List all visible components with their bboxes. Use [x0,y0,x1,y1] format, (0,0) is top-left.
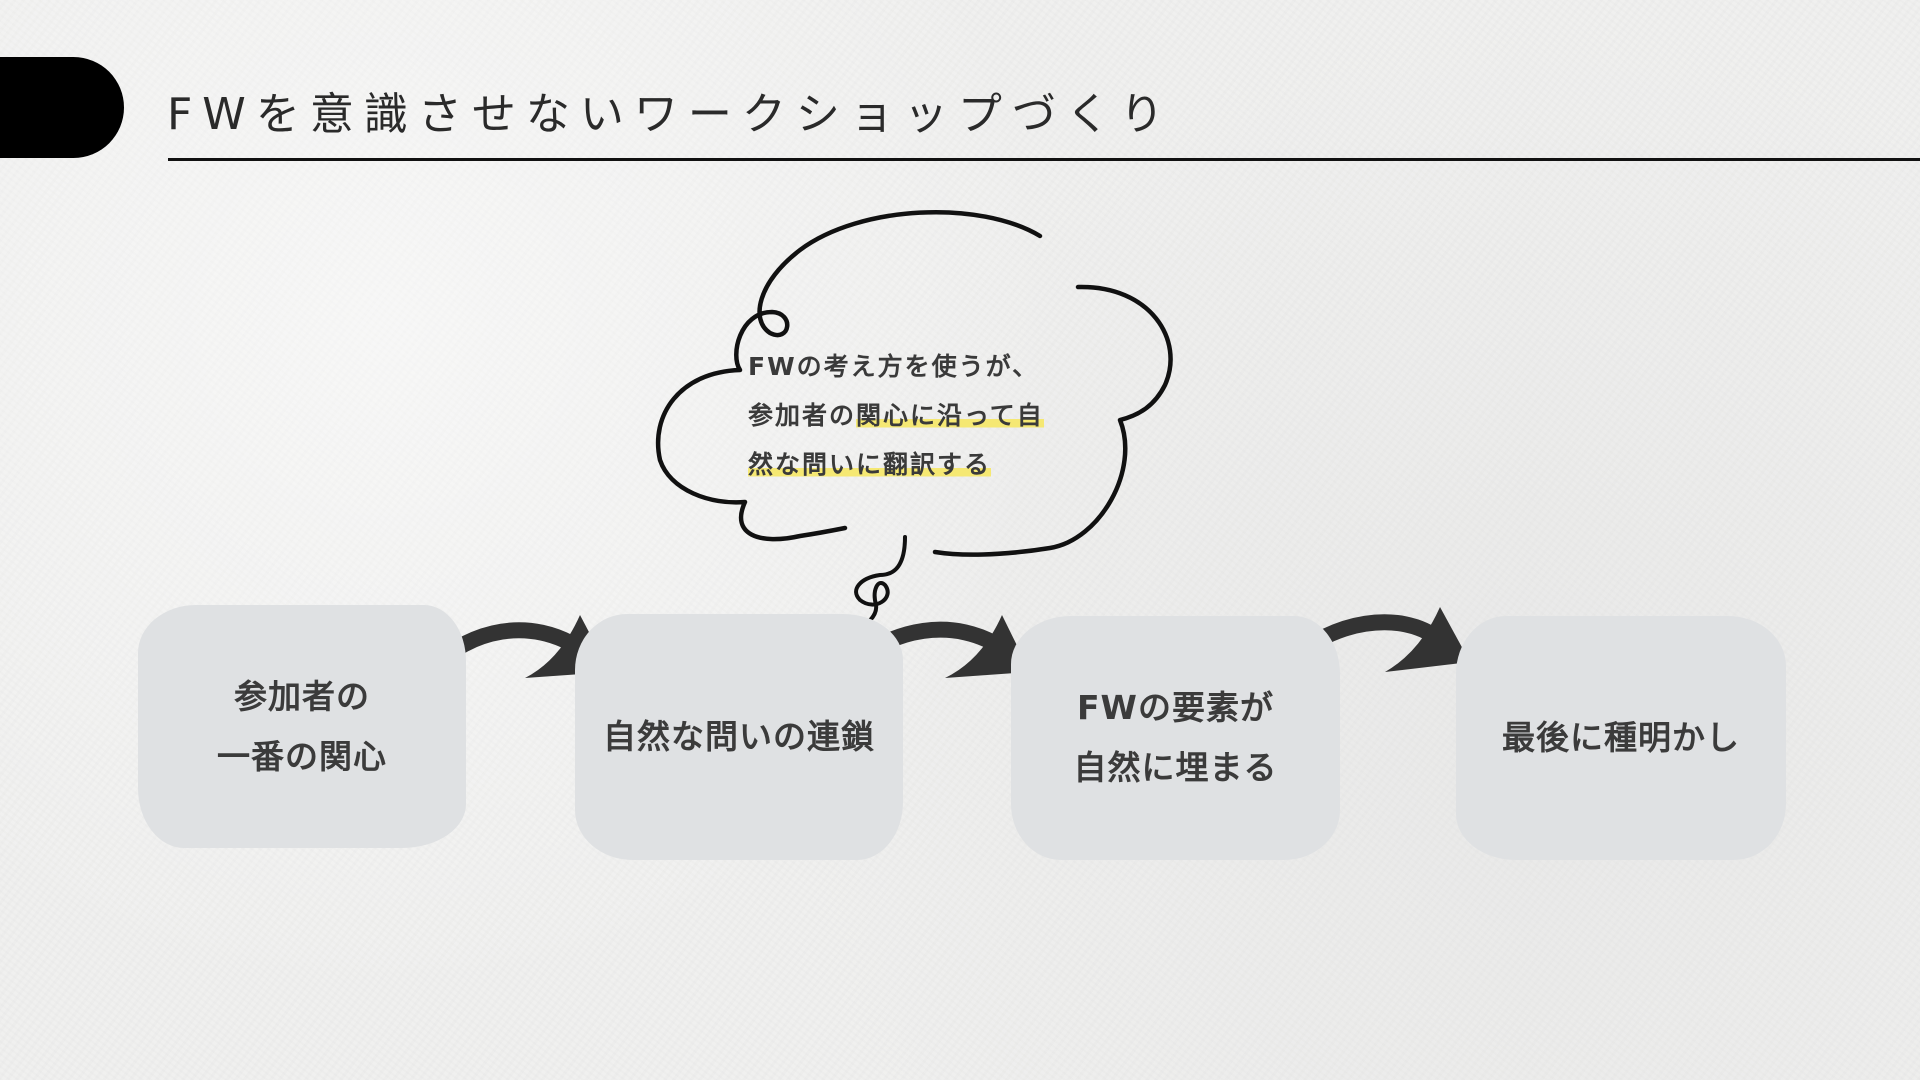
thought-cloud-outline-right [932,284,1173,557]
slide-title: FWを意識させないワークショップづくり [167,89,1174,140]
bubble-line-3: 然な問いに翻訳する [748,440,1044,489]
step-box-3: FWの要素が 自然に埋まる [1011,616,1340,860]
bubble-line-3-highlight: 然な問いに翻訳する [748,450,992,479]
thought-cloud-outline [655,210,1043,542]
step-box-4: 最後に種明かし [1456,616,1786,860]
bubble-line-2-highlight: 関心に沿って自 [856,401,1044,430]
step-3-line-2: 自然に埋まる [1073,748,1278,787]
step-box-1: 参加者の 一番の関心 [138,605,466,848]
bubble-line-2: 参加者の関心に沿って自 [748,391,1044,440]
bubble-line-1: FWの考え方を使うが、 [748,352,1040,381]
title-underline [168,158,1920,161]
step-box-2: 自然な問いの連鎖 [575,614,903,860]
step-4-line-1: 最後に種明かし [1502,718,1740,757]
thought-bubble-text: FWの考え方を使うが、 参加者の関心に沿って自 然な問いに翻訳する [748,342,1044,489]
step-3-line-1: FWの要素が [1077,688,1274,727]
bubble-line-2-plain: 参加者の [748,401,857,430]
thought-cloud-tail [833,535,907,642]
step-1-line-1: 参加者の [234,676,370,716]
title-tab [0,57,124,158]
step-1-line-2: 一番の関心 [217,736,387,776]
step-2-line-1: 自然な問いの連鎖 [603,717,875,756]
